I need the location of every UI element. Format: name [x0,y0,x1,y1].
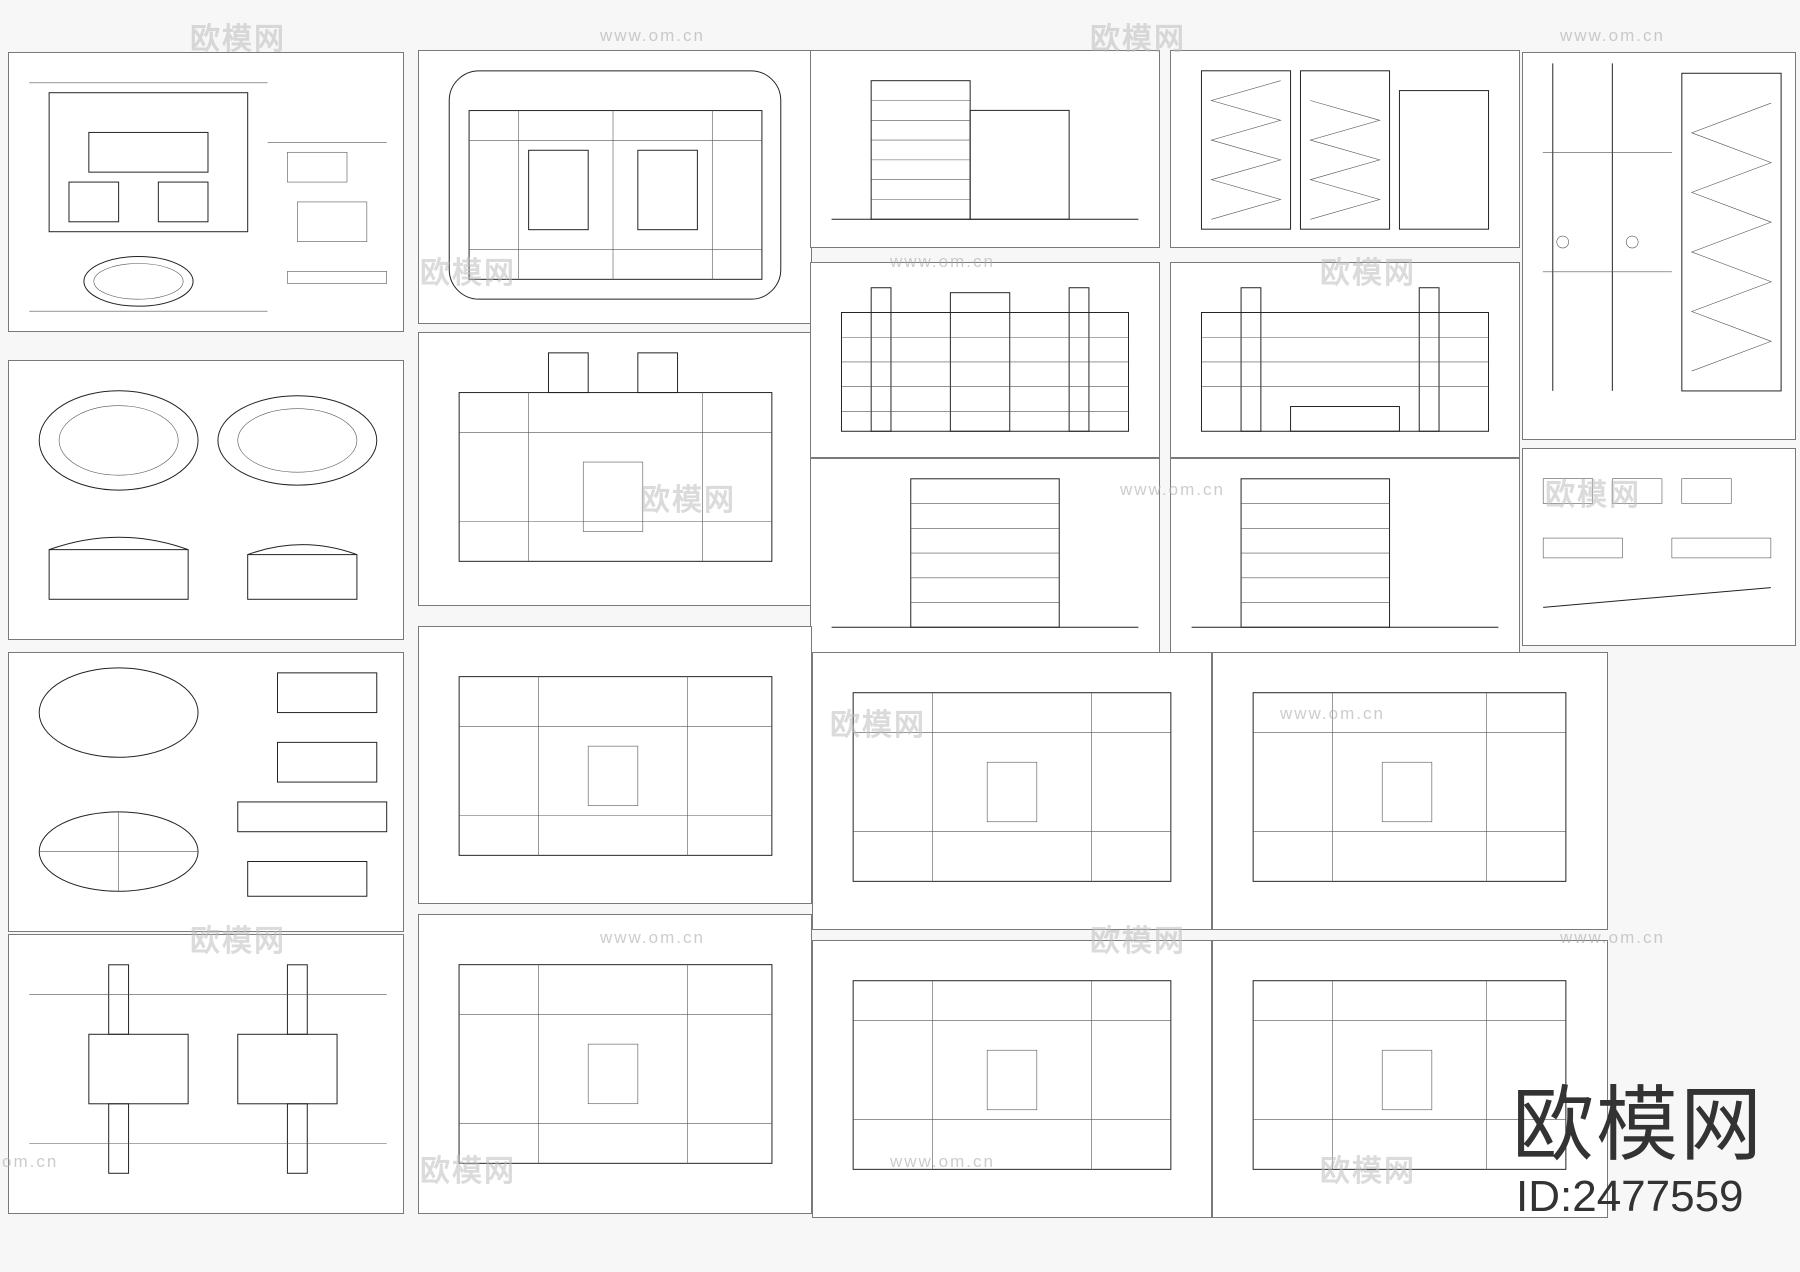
sheet-floor-plan-4 [812,652,1212,930]
detail-drawing [1542,478,1772,608]
floor-plan-drawing [458,964,773,1164]
floor-plan-drawing [458,676,773,856]
section-drawing [831,80,1139,220]
sheet-wall-sections [1522,52,1796,440]
roof-plan-drawing [29,964,387,1174]
floor-plan-drawing [448,70,782,300]
auditorium-drawing [38,390,378,600]
brand-id: ID:2477559 [1516,1172,1744,1221]
brand-logo: 欧模网 [1512,1078,1765,1173]
stair-section-drawing [1200,70,1490,230]
sheet-floor-plan-7 [812,940,1212,1218]
sheet-details [1522,448,1796,646]
floor-plan-drawing [1252,980,1567,1170]
sheet-oval-hall [8,652,404,932]
oval-hall-drawing [38,667,388,897]
sheet-site-plan [8,52,404,332]
watermark-url: www.om.cn [600,26,705,45]
side-elevation-drawing [1191,478,1499,628]
sheet-floor-plan-1 [418,50,812,324]
sheet-floor-plan-8 [1212,940,1608,1218]
sheet-side-elevation-2 [1170,458,1520,654]
sheet-rear-elevation [1170,262,1520,458]
floor-plan-drawing [458,352,773,562]
watermark-url: www.om.cn [1560,26,1665,45]
sheet-side-elevation-1 [810,458,1160,654]
sheet-stair-sections [1170,50,1520,248]
site-plan-drawing [29,82,387,312]
sheet-roof-plan [8,934,404,1214]
wall-section-drawing [1542,63,1782,392]
sheet-floor-plan-3 [418,626,812,904]
sheet-floor-plan-6 [418,914,812,1214]
floor-plan-drawing [1252,692,1567,882]
front-elevation-drawing [840,287,1130,432]
side-elevation-drawing [831,478,1139,628]
sheet-section [810,50,1160,248]
sheet-front-elevation [810,262,1160,458]
floor-plan-drawing [852,692,1172,882]
sheet-auditorium [8,360,404,640]
sheet-floor-plan-2 [418,332,812,606]
floor-plan-drawing [852,980,1172,1170]
rear-elevation-drawing [1200,287,1490,432]
sheet-floor-plan-5 [1212,652,1608,930]
